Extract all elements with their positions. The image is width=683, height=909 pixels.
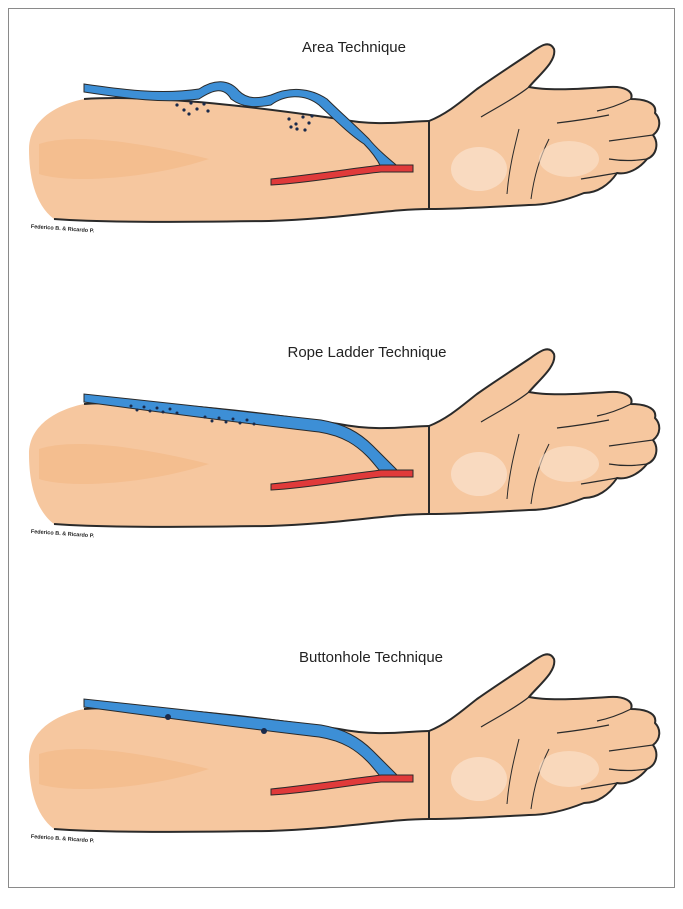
forearm <box>29 708 429 832</box>
arm-illustration <box>9 314 676 604</box>
panel-area-technique: Area Technique <box>9 9 676 299</box>
hand <box>429 349 659 514</box>
panel-buttonhole-technique: Buttonhole Technique <box>9 619 676 909</box>
forearm <box>29 403 429 527</box>
figure-frame: Area Technique <box>8 8 675 888</box>
hand <box>429 654 659 819</box>
arm-illustration <box>9 619 676 889</box>
hand <box>429 44 659 209</box>
arm-illustration <box>9 9 676 299</box>
forearm <box>29 98 429 222</box>
panel-rope-ladder-technique: Rope Ladder Technique <box>9 314 676 604</box>
